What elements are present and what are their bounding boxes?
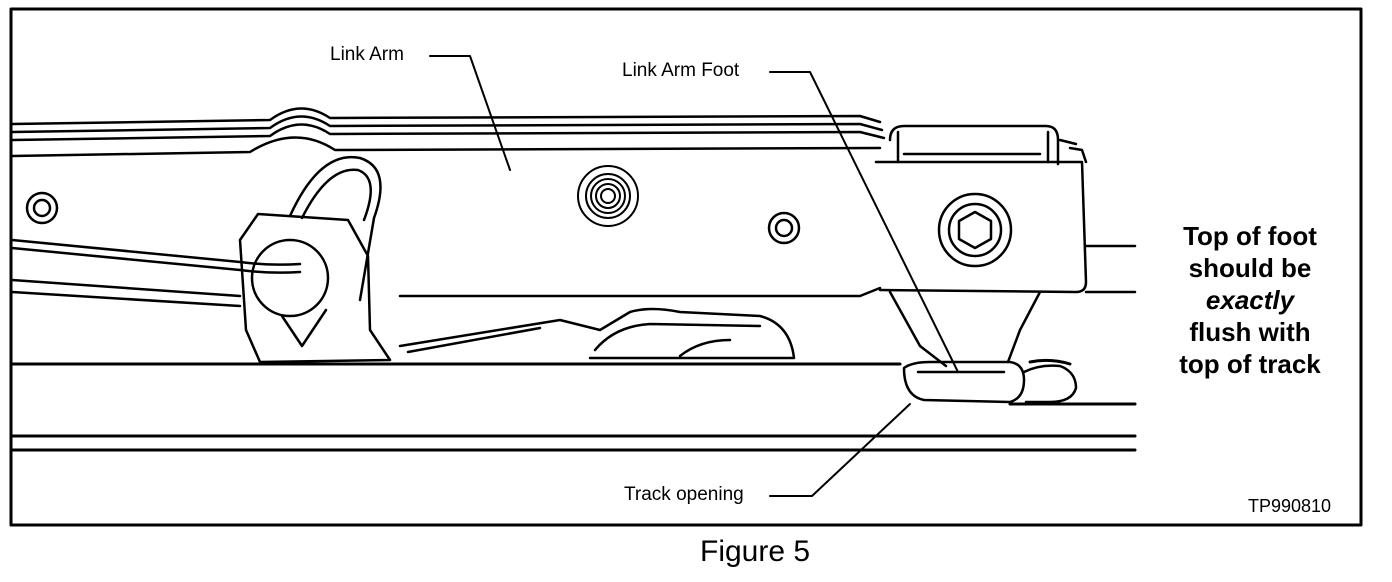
note-line-4: flush with: [1189, 317, 1311, 347]
flush-note: Top of foot should be exactly flush with…: [1150, 220, 1350, 380]
link-arm-foot: [888, 290, 1078, 404]
threaded-hole: [577, 165, 639, 227]
figure-frame: [9, 7, 1363, 527]
small-hole-left: [25, 191, 59, 225]
figure-caption: Figure 5: [700, 535, 811, 568]
link-arm-foot-label: Link Arm Foot: [622, 60, 740, 81]
spring-loop: [288, 155, 382, 302]
latch-plate: [398, 307, 796, 360]
note-line-5: top of track: [1179, 349, 1321, 379]
link-arm: [10, 107, 1137, 308]
hex-screw: [937, 192, 1013, 268]
track-opening-label: Track opening: [624, 484, 744, 505]
small-hole-right: [767, 211, 801, 245]
pivot-block: [238, 212, 392, 364]
track: [10, 358, 1137, 452]
note-line-3: exactly: [1205, 285, 1295, 315]
leader-lines: [429, 55, 959, 497]
figure-id: TP990810: [1248, 496, 1332, 516]
link-arm-label: Link Arm: [330, 44, 404, 65]
note-line-2: should be: [1188, 253, 1312, 283]
top-block: [888, 124, 1060, 166]
note-line-1: Top of foot: [1183, 221, 1317, 251]
